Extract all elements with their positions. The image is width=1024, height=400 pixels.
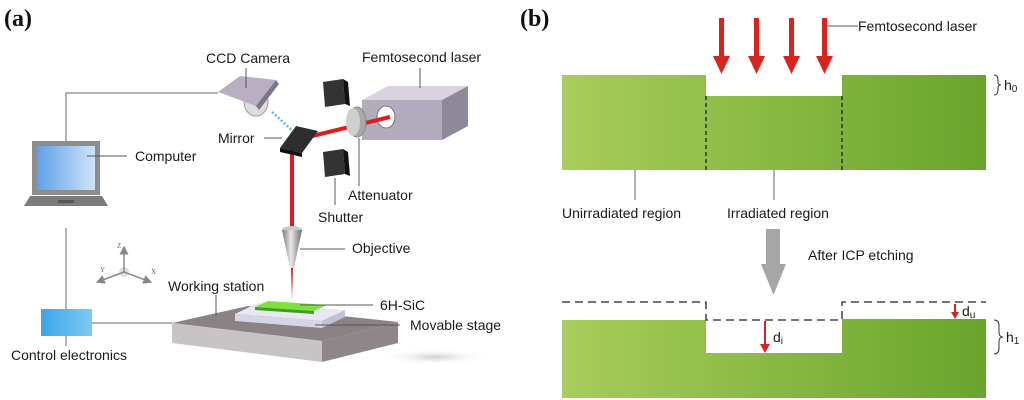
label-control-electronics: Control electronics — [11, 347, 127, 363]
panel-a: (a) CCD Camera Femtosecond laser — [4, 6, 501, 365]
panel-a-tag: (a) — [4, 6, 32, 32]
label-objective: Objective — [352, 240, 411, 256]
axis-y-label: Y — [100, 266, 105, 274]
label-irradiated-region: Irradiated region — [727, 205, 829, 221]
label-h0: h0 — [1004, 77, 1018, 95]
attenuator: Attenuator — [346, 106, 413, 203]
label-shutter: Shutter — [318, 209, 363, 225]
sample-6h-sic: 6H-SiC — [255, 297, 425, 314]
substrate-after — [562, 319, 986, 398]
label-attenuator: Attenuator — [348, 187, 413, 203]
h0-brace — [993, 74, 1002, 96]
axes-indicator: Z Y X — [95, 242, 156, 284]
label-unirradiated-region: Unirradiated region — [562, 205, 681, 221]
label-b-femtosecond-laser: Femtosecond laser — [858, 18, 977, 34]
panel-b-tag: (b) — [520, 6, 549, 32]
laser-arrow — [748, 18, 765, 74]
objective: Objective — [282, 226, 411, 300]
du-arrow — [951, 304, 959, 319]
computer: Computer — [24, 141, 197, 206]
wires — [65, 92, 218, 346]
label-ccd-camera: CCD Camera — [206, 50, 290, 66]
label-6h-sic: 6H-SiC — [380, 297, 425, 313]
label-du: du — [962, 303, 975, 321]
h1-brace — [993, 319, 1004, 355]
label-movable-stage: Movable stage — [410, 317, 501, 333]
label-mirror: Mirror — [218, 130, 255, 146]
process-arrow — [761, 229, 786, 295]
panel-b: (b) Femtosecond laser h0 Unirradiated re… — [520, 6, 1020, 398]
label-working-station: Working station — [168, 278, 264, 294]
label-di: di — [773, 329, 783, 347]
laser-arrows — [713, 18, 833, 74]
label-computer: Computer — [135, 148, 197, 164]
laser-arrow — [816, 18, 833, 74]
laser-arrow — [783, 18, 800, 74]
substrate-before — [562, 75, 986, 170]
femtosecond-laser: Femtosecond laser — [362, 49, 481, 140]
control-electronics: Control electronics — [11, 309, 127, 363]
label-after-icp-etching: After ICP etching — [808, 247, 914, 263]
mirror: Mirror — [218, 126, 318, 157]
original-profile — [562, 301, 986, 321]
label-h1: h1 — [1006, 329, 1020, 347]
imaging-path — [271, 111, 297, 135]
shutter: Shutter — [318, 79, 363, 225]
laser-arrow — [713, 18, 730, 74]
label-femtosecond-laser: Femtosecond laser — [362, 49, 481, 65]
ccd-camera: CCD Camera — [206, 50, 290, 117]
axis-x-label: X — [151, 268, 156, 276]
axis-z-label: Z — [117, 242, 121, 250]
laser-beam-horizontal — [299, 115, 391, 141]
di-arrow — [760, 321, 770, 353]
